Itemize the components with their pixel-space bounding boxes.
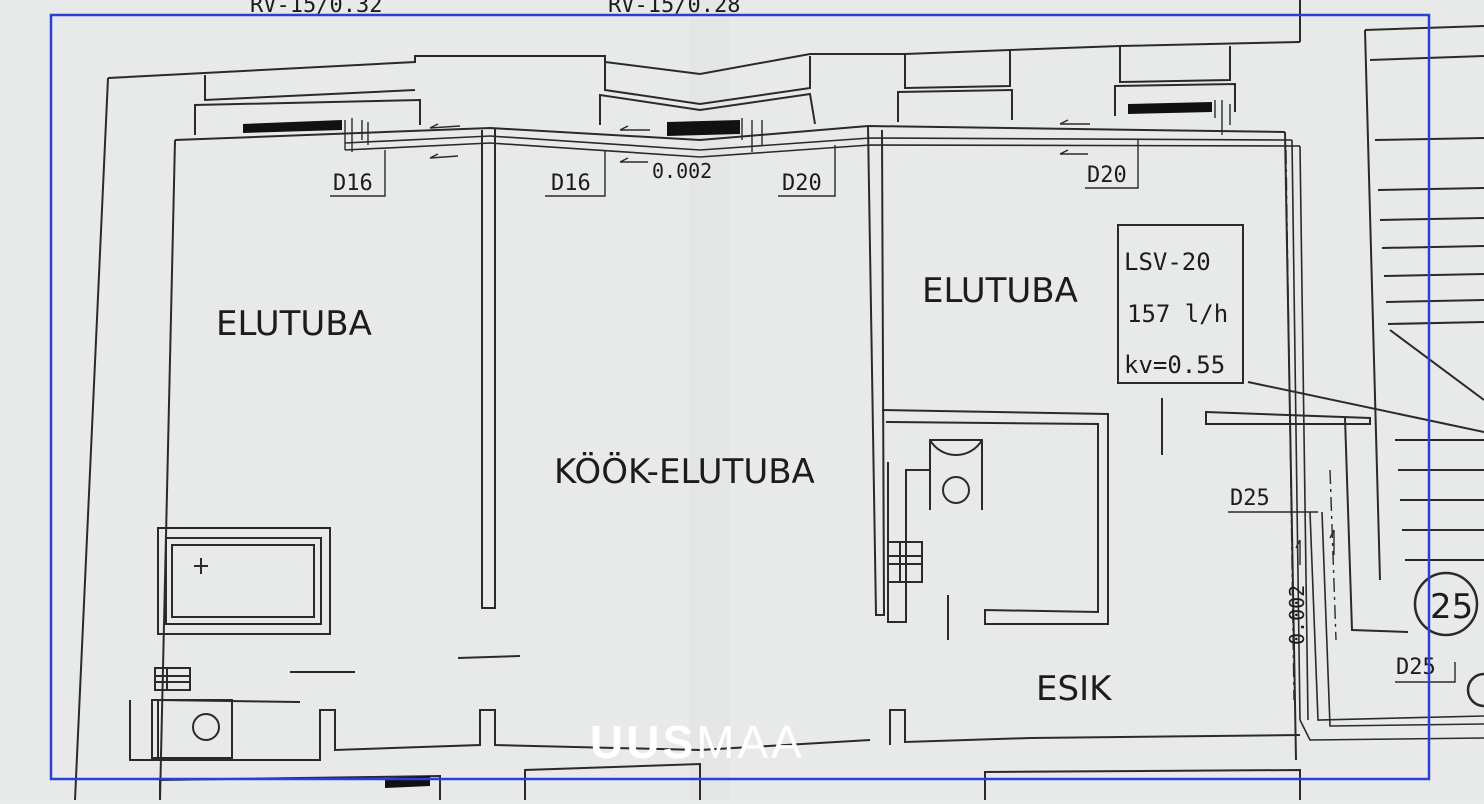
riser-circle [1413,571,1479,637]
room-label-living-2: ELUTUBA [922,271,1078,311]
slope-label-top: 0.002 [652,159,712,183]
room-label-living-1: ELUTUBA [216,304,372,344]
pipe-label-d20-b: D20 [1087,163,1127,188]
room-label-kitchen: KÖÖK-ELUTUBA [554,451,815,492]
flow-arrows [429,119,1335,565]
slope-label-right: 0.002 [1285,585,1309,645]
pipe-label-d20-a: D20 [782,171,822,196]
logo-bold-part: UUS [590,716,697,768]
room-label-hall: ESIK [1036,669,1113,709]
valve-box-line-2: 157 l/h [1127,300,1228,328]
pipe-label-d16-a: D16 [333,171,373,196]
valve-box-line-1: LSV-20 [1124,248,1211,276]
pipe-label-d25-a: D25 [1230,486,1270,511]
uusmaa-logo: UUSMAA [590,712,805,772]
valve-box [1117,224,1244,384]
valve-box-line-3: kv=0.55 [1124,351,1225,379]
radiators [243,102,1212,788]
top-label-1: RV-15/0.32 [250,0,382,18]
pipe-label-d16-b: D16 [551,171,591,196]
top-label-2: RV-15/0.28 [608,0,740,18]
crop-frame [49,13,1431,781]
riser-number: 25 [1430,587,1473,627]
logo-light-part: MAA [696,716,805,768]
